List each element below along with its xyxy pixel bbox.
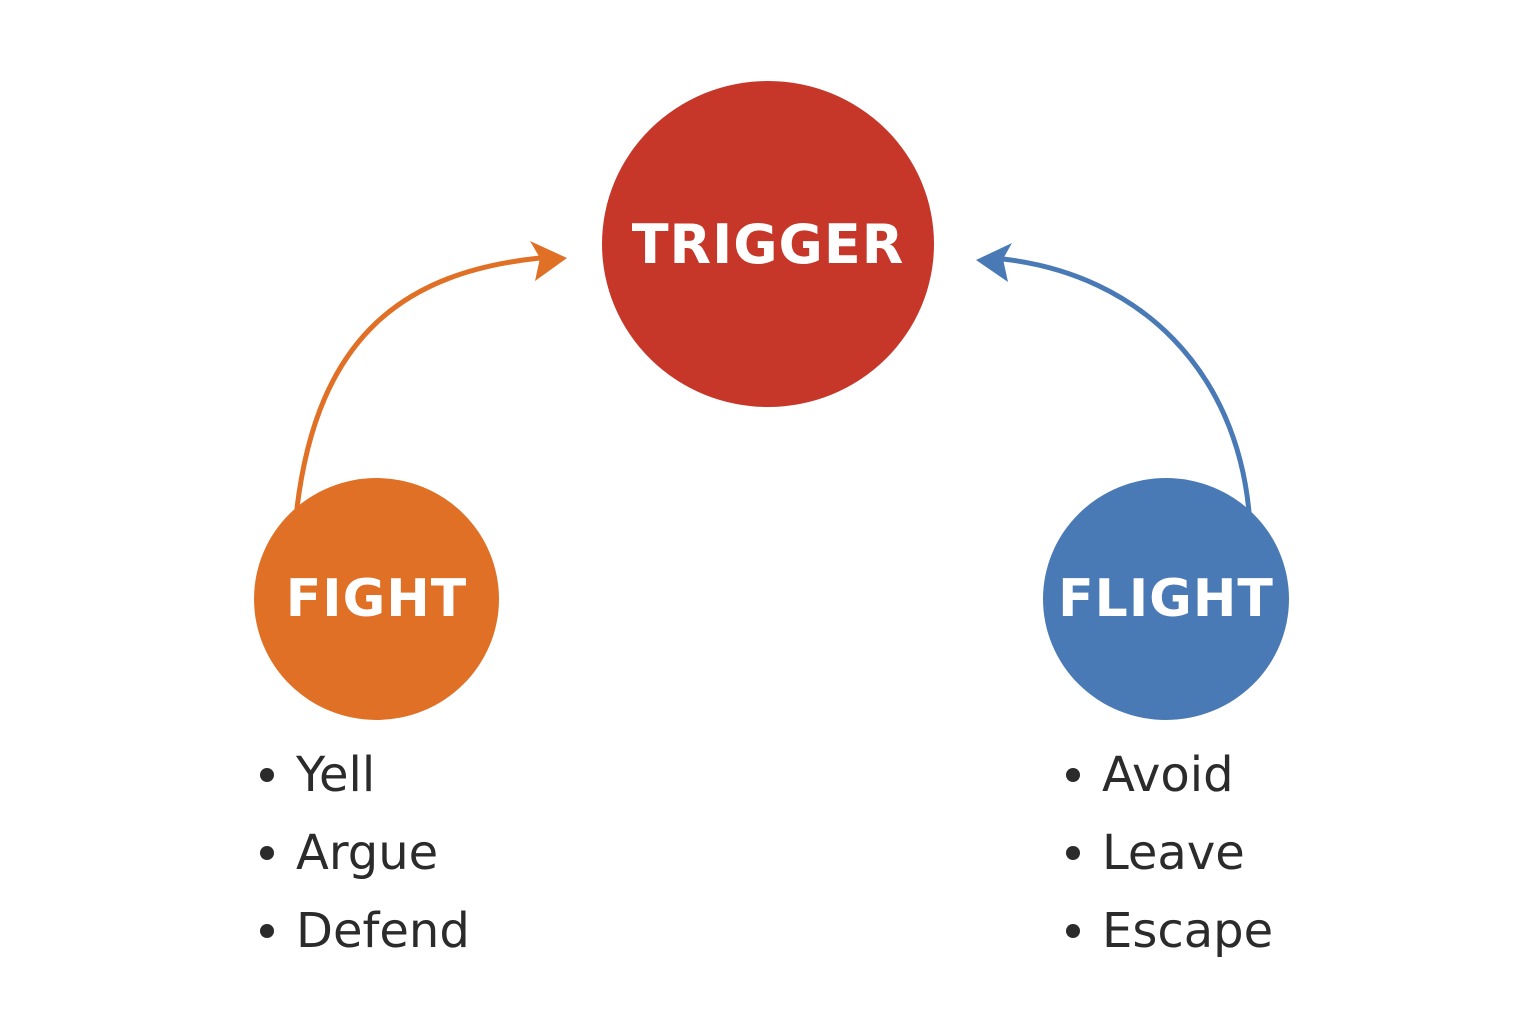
list-item: Yell bbox=[260, 736, 470, 814]
flight-behavior-text: Avoid bbox=[1102, 747, 1234, 803]
list-item: Argue bbox=[260, 814, 470, 892]
fight-to-trigger-arrow bbox=[294, 255, 543, 511]
trigger-label: TRIGGER bbox=[631, 212, 905, 276]
flight-behavior-text: Leave bbox=[1102, 825, 1245, 881]
trigger-node: TRIGGER bbox=[602, 81, 934, 407]
bullet-icon bbox=[1066, 924, 1080, 938]
flight-behavior-text: Escape bbox=[1102, 903, 1274, 959]
flight-arrowhead-icon bbox=[976, 243, 1012, 282]
fight-behavior-text: Yell bbox=[296, 747, 376, 803]
bullet-icon bbox=[260, 924, 274, 938]
list-item: Defend bbox=[260, 892, 470, 970]
fight-arrowhead-icon bbox=[530, 241, 567, 281]
flight-behaviors-list: Avoid Leave Escape bbox=[1066, 736, 1273, 970]
bullet-icon bbox=[260, 846, 274, 860]
fight-node: FIGHT bbox=[254, 478, 499, 720]
fight-label: FIGHT bbox=[285, 569, 468, 629]
bullet-icon bbox=[1066, 846, 1080, 860]
bullet-icon bbox=[1066, 768, 1080, 782]
flight-to-trigger-arrow bbox=[1000, 256, 1252, 515]
list-item: Avoid bbox=[1066, 736, 1273, 814]
list-item: Escape bbox=[1066, 892, 1273, 970]
fight-behavior-text: Argue bbox=[296, 825, 439, 881]
fight-behaviors-list: Yell Argue Defend bbox=[260, 736, 470, 970]
flight-node: FLIGHT bbox=[1043, 478, 1289, 720]
list-item: Leave bbox=[1066, 814, 1273, 892]
fight-behavior-text: Defend bbox=[296, 903, 470, 959]
bullet-icon bbox=[260, 768, 274, 782]
flight-label: FLIGHT bbox=[1058, 569, 1274, 629]
